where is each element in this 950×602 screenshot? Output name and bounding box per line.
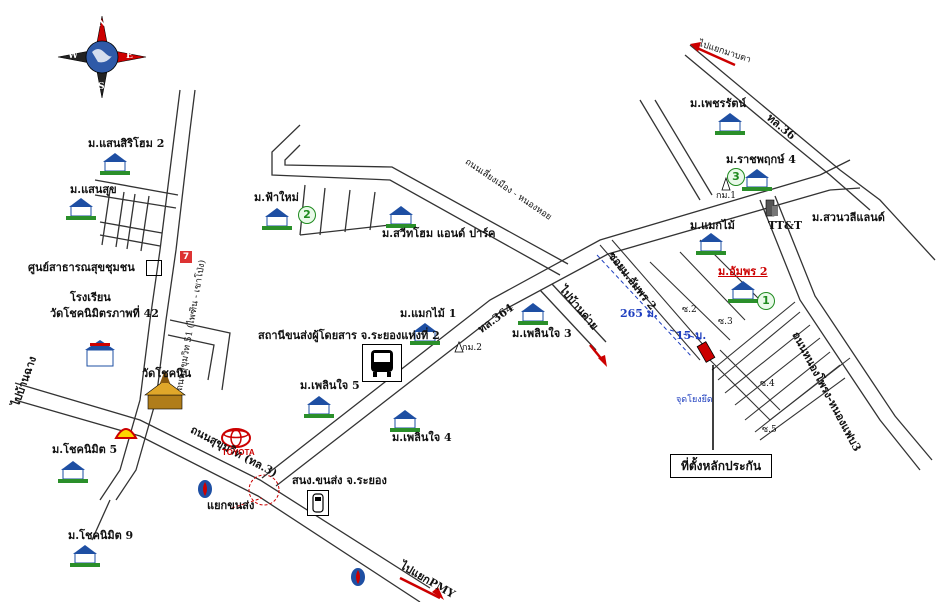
marker-1: 1 <box>757 292 775 310</box>
nong-phrong-road <box>639 99 933 471</box>
label-dist-15: 15 ม. <box>676 329 707 342</box>
ptt-logo-icon <box>351 568 365 586</box>
compass-n: N <box>98 19 107 29</box>
location-box-label: ที่ตั้งหลักประกัน <box>680 459 762 473</box>
label-stake-point: จุดโยงยึด <box>676 395 713 405</box>
marker-2: 2 <box>298 206 316 224</box>
label-s4: ซ.4 <box>760 379 775 389</box>
house-icon <box>390 410 420 432</box>
label-target-village: ม.อัมพร 2 <box>718 265 768 278</box>
label-suan-wilai: ม.สวนวลีแลนด์ <box>812 211 885 224</box>
label-saensuk: ม.แสนสุข <box>70 183 117 196</box>
label-ploenjai3: ม.เพลินใจ 3 <box>512 327 572 340</box>
label-school1: โรงเรียน <box>70 291 111 304</box>
distance-lines <box>596 254 704 358</box>
label-dist-265: 265 ม. <box>620 307 658 320</box>
left-roads <box>91 89 231 541</box>
label-sweet-home: ม.สวีทโฮม แอนด์ ปาร์ค <box>382 227 496 240</box>
house-icon <box>304 396 334 418</box>
tt-t-building-icon <box>765 199 778 217</box>
location-box: ที่ตั้งหลักประกัน <box>670 454 772 478</box>
label-bus-station: สถานีขนส่งผู้โดยสาร จ.ระยองแห่งที่ 2 <box>258 329 440 342</box>
ptt-logo-icon <box>198 480 212 498</box>
house-icon <box>410 323 440 345</box>
house-icon <box>696 233 726 255</box>
route-364 <box>261 159 861 487</box>
label-petcharat: ม.เพชรรัตน์ <box>690 97 747 110</box>
store-icon <box>146 260 162 276</box>
house-icon <box>262 208 292 230</box>
label-rachapruek4: ม.ราชพฤกษ์ 4 <box>726 153 796 166</box>
sukhumvit-road <box>14 382 431 602</box>
label-fa-mai: ม.ฟ้าใหม่ <box>254 191 299 204</box>
km2-marker-icon <box>454 340 464 353</box>
label-km1: กม.1 <box>716 191 736 201</box>
toyota-text: TOYOTA <box>222 448 255 457</box>
compass-e: E <box>126 51 133 61</box>
house-icon <box>386 206 416 228</box>
shell-logo-icon <box>114 428 138 439</box>
label-seapirom2: ม.แสนสิริโฮม 2 <box>88 137 165 150</box>
label-chok-nimit5: ม.โชคนิมิต 5 <box>52 443 118 456</box>
label-school2: วัดโชคนิมิตรภาพที่ 42 <box>50 307 159 320</box>
label-s5: ซ.5 <box>762 425 777 435</box>
house-icon <box>100 153 130 175</box>
label-s3: ซ.3 <box>718 317 733 327</box>
marker-3: 3 <box>727 168 745 186</box>
house-icon <box>728 281 758 303</box>
house-icon <box>66 198 96 220</box>
km1-marker-icon <box>721 176 731 191</box>
label-s2: ซ.2 <box>682 305 697 315</box>
compass-s: S <box>98 82 105 92</box>
label-junction: แยกขนส่ง <box>207 499 255 512</box>
temple-icon <box>144 370 186 410</box>
label-maekmai1: ม.แมกไม้ 1 <box>400 307 457 320</box>
label-ploenjai4: ม.เพลินใจ 4 <box>392 431 452 444</box>
junction-marker <box>248 474 280 506</box>
label-ploenjai5: ม.เพลินใจ 5 <box>300 379 360 392</box>
house-icon <box>518 303 548 325</box>
label-maekmai: ม.แมกไม้ <box>690 219 735 232</box>
school-icon <box>85 340 115 367</box>
target-marker <box>696 341 716 363</box>
label-temple: วัดโชคนิน <box>142 367 192 380</box>
house-icon <box>58 461 88 483</box>
label-health-center: ศูนย์สาธารณสุขชุมชน <box>28 261 135 274</box>
label-chok-nimit9: ม.โชคนิมิต 9 <box>68 529 134 542</box>
label-km2: กม.2 <box>462 343 482 353</box>
house-icon <box>715 113 745 135</box>
bus-icon <box>362 344 402 382</box>
label-tt-t: TT&T <box>768 219 803 232</box>
toyota-logo-icon <box>221 428 251 448</box>
route-36 <box>684 44 936 261</box>
house-icon <box>70 545 100 567</box>
to-pmy-arrow <box>399 576 441 600</box>
compass-icon <box>57 15 147 99</box>
compass-w: W <box>68 51 79 61</box>
to-rayong-arrow <box>696 46 736 67</box>
label-transport-office: สนง.ขนส่ง จ.ระยอง <box>292 474 387 487</box>
seven-eleven-icon: 7 <box>180 251 192 263</box>
car-icon <box>307 490 329 516</box>
house-icon <box>742 169 772 191</box>
amporn-soi <box>599 239 851 441</box>
